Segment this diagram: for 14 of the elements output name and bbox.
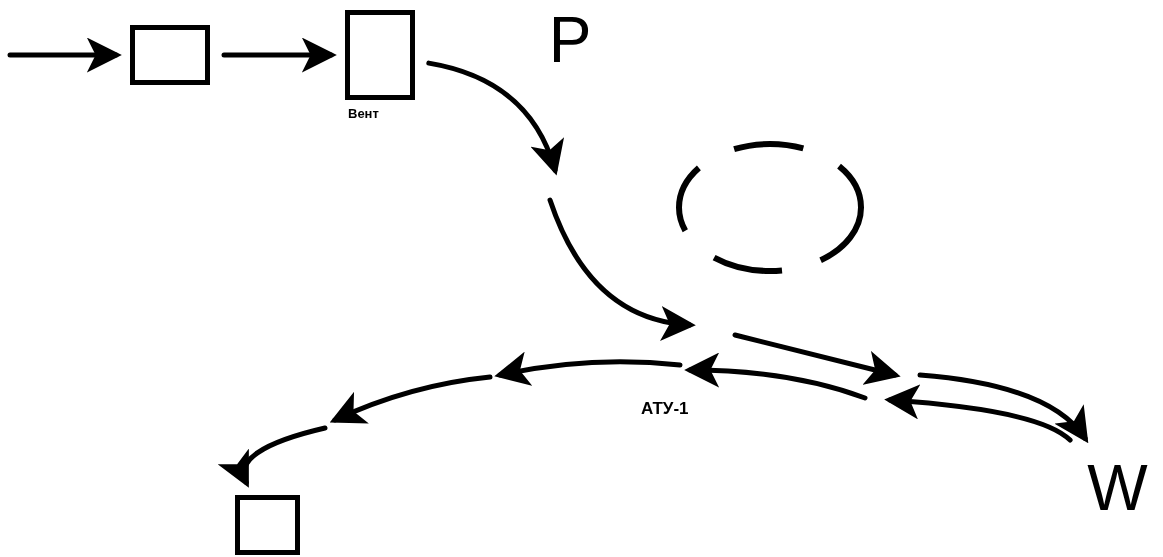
arrow — [426, 60, 563, 176]
empty-box — [235, 495, 300, 555]
empty-box — [345, 10, 415, 100]
arrow — [917, 372, 1089, 443]
arrow — [219, 425, 328, 488]
node-caption: Вент — [348, 105, 379, 123]
text-label: АТУ-1 — [641, 398, 689, 420]
dashed-ellipse — [675, 140, 865, 275]
arrow — [884, 384, 1073, 443]
letter-label: W — [1075, 450, 1160, 525]
arrow — [7, 37, 122, 73]
arrow — [221, 37, 337, 73]
letter-label: P — [535, 5, 605, 75]
empty-box — [130, 25, 210, 85]
